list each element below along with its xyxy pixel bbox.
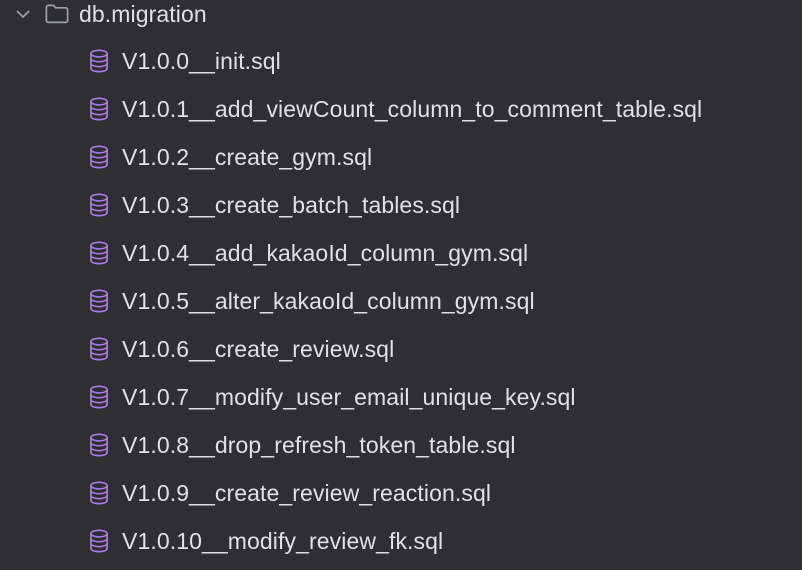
tree-row-file[interactable]: V1.0.3__create_batch_tables.sql xyxy=(0,181,802,229)
file-label: V1.0.5__alter_kakaoId_column_gym.sql xyxy=(122,288,535,314)
folder-icon xyxy=(44,1,70,27)
file-label: V1.0.6__create_review.sql xyxy=(122,336,395,362)
file-label: V1.0.4__add_kakaoId_column_gym.sql xyxy=(122,240,529,266)
database-icon xyxy=(88,433,110,457)
file-label: V1.0.3__create_batch_tables.sql xyxy=(122,192,461,218)
file-label: V1.0.10__modify_review_fk.sql xyxy=(122,528,444,554)
file-label: V1.0.9__create_review_reaction.sql xyxy=(122,480,492,506)
tree-row-file[interactable]: V1.0.5__alter_kakaoId_column_gym.sql xyxy=(0,277,802,325)
file-label: V1.0.0__init.sql xyxy=(122,48,281,74)
tree-row-file[interactable]: V1.0.2__create_gym.sql xyxy=(0,133,802,181)
file-label: V1.0.1__add_viewCount_column_to_comment_… xyxy=(122,96,703,122)
tree-row-file[interactable]: V1.0.8__drop_refresh_token_table.sql xyxy=(0,421,802,469)
tree-row-file[interactable]: V1.0.0__init.sql xyxy=(0,37,802,85)
tree-row-file[interactable]: V1.0.10__modify_review_fk.sql xyxy=(0,517,802,565)
tree-row-folder-db-migration[interactable]: db.migration xyxy=(0,0,802,38)
tree-row-file[interactable]: V1.0.6__create_review.sql xyxy=(0,325,802,373)
chevron-down-icon[interactable] xyxy=(12,3,34,25)
database-icon xyxy=(88,145,110,169)
tree-row-file[interactable]: V1.0.4__add_kakaoId_column_gym.sql xyxy=(0,229,802,277)
database-icon xyxy=(88,385,110,409)
database-icon xyxy=(88,97,110,121)
file-label: V1.0.2__create_gym.sql xyxy=(122,144,373,170)
database-icon xyxy=(88,337,110,361)
folder-label: db.migration xyxy=(79,1,207,27)
database-icon xyxy=(88,49,110,73)
tree-row-file[interactable]: V1.0.9__create_review_reaction.sql xyxy=(0,469,802,517)
database-icon xyxy=(88,481,110,505)
database-icon xyxy=(88,529,110,553)
tree-row-file[interactable]: V1.0.7__modify_user_email_unique_key.sql xyxy=(0,373,802,421)
tree-row-file[interactable]: V1.0.1__add_viewCount_column_to_comment_… xyxy=(0,85,802,133)
database-icon xyxy=(88,193,110,217)
database-icon xyxy=(88,289,110,313)
file-label: V1.0.7__modify_user_email_unique_key.sql xyxy=(122,384,576,410)
database-icon xyxy=(88,241,110,265)
file-label: V1.0.8__drop_refresh_token_table.sql xyxy=(122,432,516,458)
